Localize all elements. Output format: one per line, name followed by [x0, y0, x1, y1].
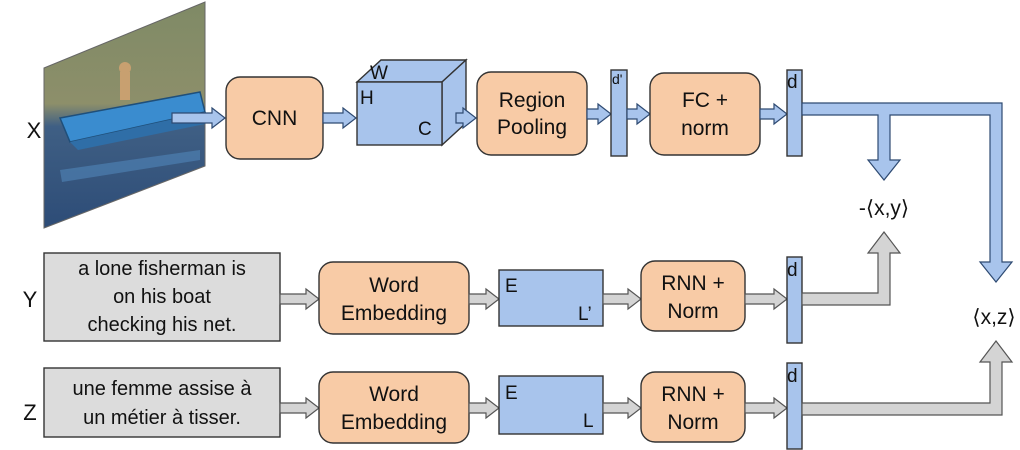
- row-label-y: Y: [23, 287, 38, 312]
- rnn-norm-y-line2: Norm: [667, 300, 718, 323]
- sentence-z-line2: un métier à tisser.: [83, 407, 241, 429]
- similarity-xy-label: -⟨x,y⟩: [859, 197, 909, 220]
- feature-map-w: W: [370, 63, 388, 84]
- word-embedding-y-box: Word Embedding: [318, 261, 470, 335]
- rnn-norm-z-box: RNN + Norm: [640, 371, 746, 443]
- rnn-norm-z-line1: RNN +: [661, 383, 725, 406]
- input-photo: [43, 1, 206, 229]
- sentence-y-box: a lone fisherman is on his boat checking…: [43, 252, 281, 342]
- arrow-cnn-to-feature-map: [322, 106, 357, 130]
- sentence-z-box: une femme assise à un métier à tisser.: [43, 367, 281, 438]
- arrow-rnn-z-to-vector: [744, 396, 788, 420]
- cnn-label: CNN: [252, 107, 298, 130]
- arrow-z-to-xz: [801, 340, 1014, 416]
- word-embedding-z-box: Word Embedding: [318, 371, 470, 444]
- embedding-matrix-z-l: L: [583, 411, 594, 432]
- row-label-x: X: [27, 118, 42, 143]
- arrow-rnn-y-to-vector: [744, 287, 788, 311]
- rnn-norm-y-box: RNN + Norm: [640, 260, 746, 332]
- fc-norm-line2: norm: [681, 117, 729, 140]
- arrow-vector-to-fc: [626, 102, 651, 126]
- sentence-y-embedding-vector: d: [786, 256, 803, 344]
- arrow-embedding-y-to-matrix: [468, 287, 500, 311]
- region-pooling-box: Region Pooling: [476, 71, 588, 156]
- sentence-z-embedding-vector: d: [786, 362, 803, 450]
- sentence-z-embedding-label: d: [787, 366, 798, 387]
- sentence-y-line1: a lone fisherman is: [78, 258, 246, 280]
- word-embedding-z-line2: Embedding: [341, 411, 447, 434]
- sentence-z-line1: une femme assise à: [73, 378, 253, 400]
- embedding-matrix-z-e: E: [505, 383, 518, 404]
- word-embedding-y-line2: Embedding: [341, 302, 447, 325]
- sentence-y-embedding-label: d: [787, 260, 798, 281]
- sentence-y-line2: on his boat: [113, 286, 211, 308]
- embedding-matrix-z: E L: [498, 375, 604, 435]
- arrow-photo-to-cnn: [171, 106, 226, 130]
- embedding-matrix-y: E L’: [498, 269, 604, 327]
- image-embedding-vector: d: [786, 69, 803, 157]
- row-label-z: Z: [23, 400, 36, 425]
- cnn-box: CNN: [225, 76, 324, 160]
- fc-norm-line1: FC +: [682, 89, 728, 112]
- pooled-vector-label: d': [612, 71, 622, 87]
- word-embedding-y-line1: Word: [369, 274, 419, 297]
- arrow-matrix-y-to-rnn: [602, 287, 642, 311]
- embedding-matrix-y-l: L’: [578, 304, 592, 325]
- feature-map-c: C: [418, 119, 432, 140]
- region-pooling-line1: Region: [499, 89, 566, 112]
- arrow-image-to-xy: [801, 102, 1014, 283]
- arrow-sentence-y-to-embedding: [279, 287, 320, 311]
- rnn-norm-z-line2: Norm: [667, 411, 718, 434]
- sentence-y-line3: checking his net.: [88, 314, 237, 336]
- arrow-fc-to-embedding: [759, 102, 788, 126]
- image-embedding-label: d: [787, 72, 798, 93]
- arrow-region-pooling-to-vector: [586, 102, 612, 126]
- embedding-matrix-y-e: E: [505, 276, 518, 297]
- arrow-y-to-xy: [801, 231, 902, 306]
- pooled-vector: d': [610, 69, 628, 157]
- similarity-xz-label: ⟨x,z⟩: [972, 306, 1015, 329]
- arrow-embedding-z-to-matrix: [468, 396, 500, 420]
- rnn-norm-y-line1: RNN +: [661, 272, 725, 295]
- word-embedding-z-line1: Word: [369, 383, 419, 406]
- fc-norm-box: FC + norm: [649, 72, 761, 156]
- feature-map-cube: W H C: [355, 58, 468, 147]
- arrow-matrix-z-to-rnn: [602, 396, 642, 420]
- arrow-feature-map-to-region-pooling: [455, 106, 477, 130]
- feature-map-h: H: [360, 88, 374, 109]
- arrow-sentence-z-to-embedding: [279, 396, 320, 420]
- region-pooling-line2: Pooling: [497, 116, 567, 139]
